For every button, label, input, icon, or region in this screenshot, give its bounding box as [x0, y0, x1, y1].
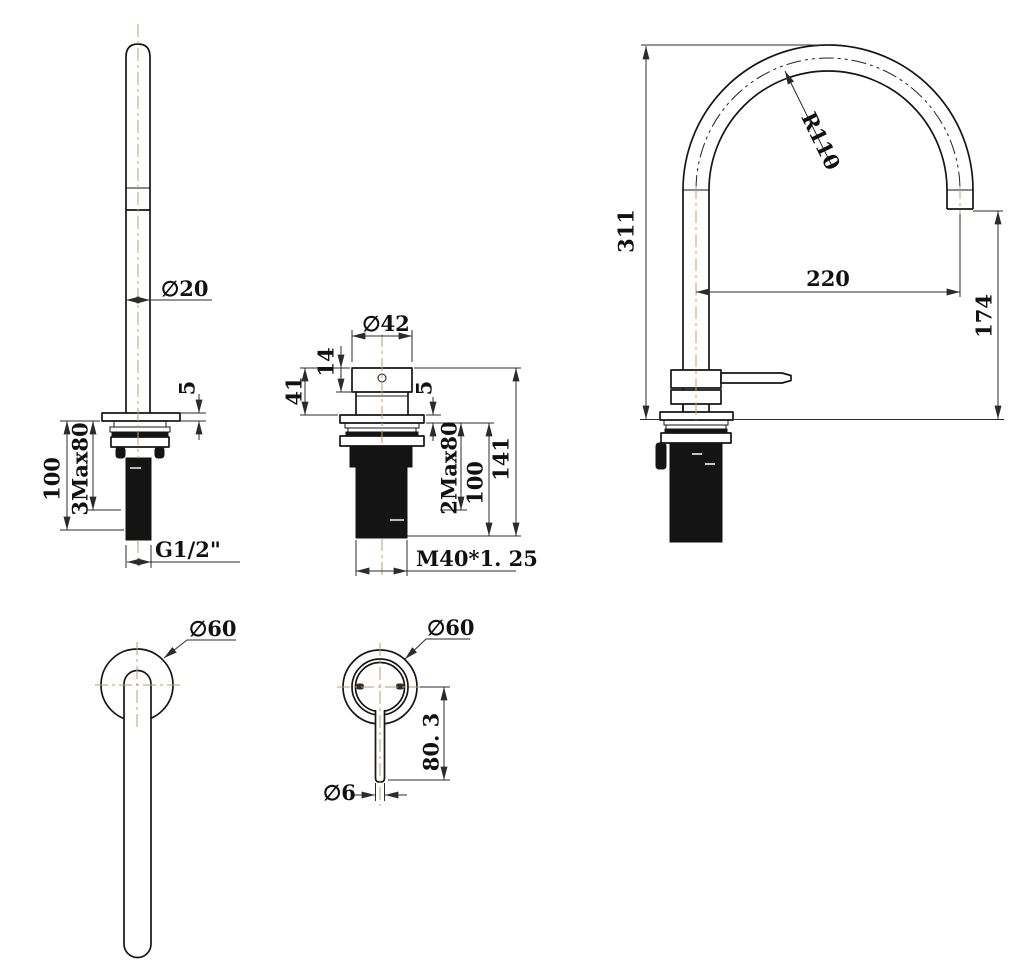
seal-ring — [109, 426, 171, 433]
hot-indicator — [356, 683, 364, 690]
dim-max-clamp: 2Max80 — [437, 421, 462, 514]
dim-lever-length: 80. 3 — [419, 713, 444, 771]
spout-side-view: ∅20 5 100 3Max80 G1/2" — [40, 24, 240, 568]
assembled-view: 311 R110 220 174 — [614, 44, 1004, 543]
dim-shank-length: 100 — [40, 457, 65, 501]
dim-outlet-height: 174 — [972, 294, 997, 338]
valve-body-view: ∅42 14 41 5 2Max80 100 141 M40*1. 25 — [282, 311, 538, 578]
dim-spout-radius: R110 — [796, 108, 845, 174]
dim-base-diameter: ∅60 — [427, 615, 475, 640]
dim-spout-diameter: ∅20 — [161, 276, 209, 301]
dim-plate-thickness: 5 — [175, 381, 200, 396]
seal-ring — [113, 420, 167, 428]
dim-lever-diameter: ∅6 — [323, 780, 356, 805]
cold-indicator — [396, 683, 404, 690]
base-plate — [101, 412, 181, 422]
mounting-nut — [110, 436, 170, 448]
dim-overall-height: 311 — [614, 209, 639, 253]
dim-shank-length: 100 — [463, 461, 488, 505]
threaded-shank — [125, 457, 152, 541]
dim-flange-thickness: 5 — [412, 381, 437, 396]
seal-ring — [665, 424, 727, 430]
dim-spout-reach: 220 — [806, 266, 850, 291]
threaded-shank-upper — [349, 445, 413, 468]
dim-thread-spec: M40*1. 25 — [416, 546, 538, 571]
dim-body-diameter: ∅42 — [362, 311, 410, 336]
dim-base-diameter: ∅60 — [189, 616, 237, 641]
handle-lever — [720, 372, 792, 384]
threaded-shank — [355, 466, 408, 539]
thread-highlight — [692, 453, 715, 465]
handle-plan-view: ∅60 80. 3 ∅6 — [323, 615, 475, 806]
arc-centerline — [695, 57, 961, 191]
nut-stud — [115, 446, 126, 459]
spout-tube-plan — [123, 669, 152, 959]
diameter-leader — [163, 639, 236, 659]
threaded-shank — [669, 442, 723, 543]
dim-thread-spec: G1/2" — [155, 537, 221, 562]
dim-upper-height: 41 — [282, 376, 307, 405]
radius-leader — [784, 70, 834, 169]
dim-max-clamp: 3Max80 — [68, 422, 93, 515]
nut-stud — [154, 446, 165, 459]
dim-top-height: 14 — [314, 347, 339, 376]
outlet-tube — [946, 190, 974, 210]
nut-stud — [655, 442, 667, 470]
tube-stub — [682, 404, 710, 412]
spout-arc-inner — [708, 70, 948, 191]
diameter-leader — [404, 638, 470, 660]
dim-overall-height: 141 — [489, 437, 514, 481]
spout-plan-view: ∅60 — [95, 616, 237, 959]
mounting-nut — [660, 432, 732, 444]
